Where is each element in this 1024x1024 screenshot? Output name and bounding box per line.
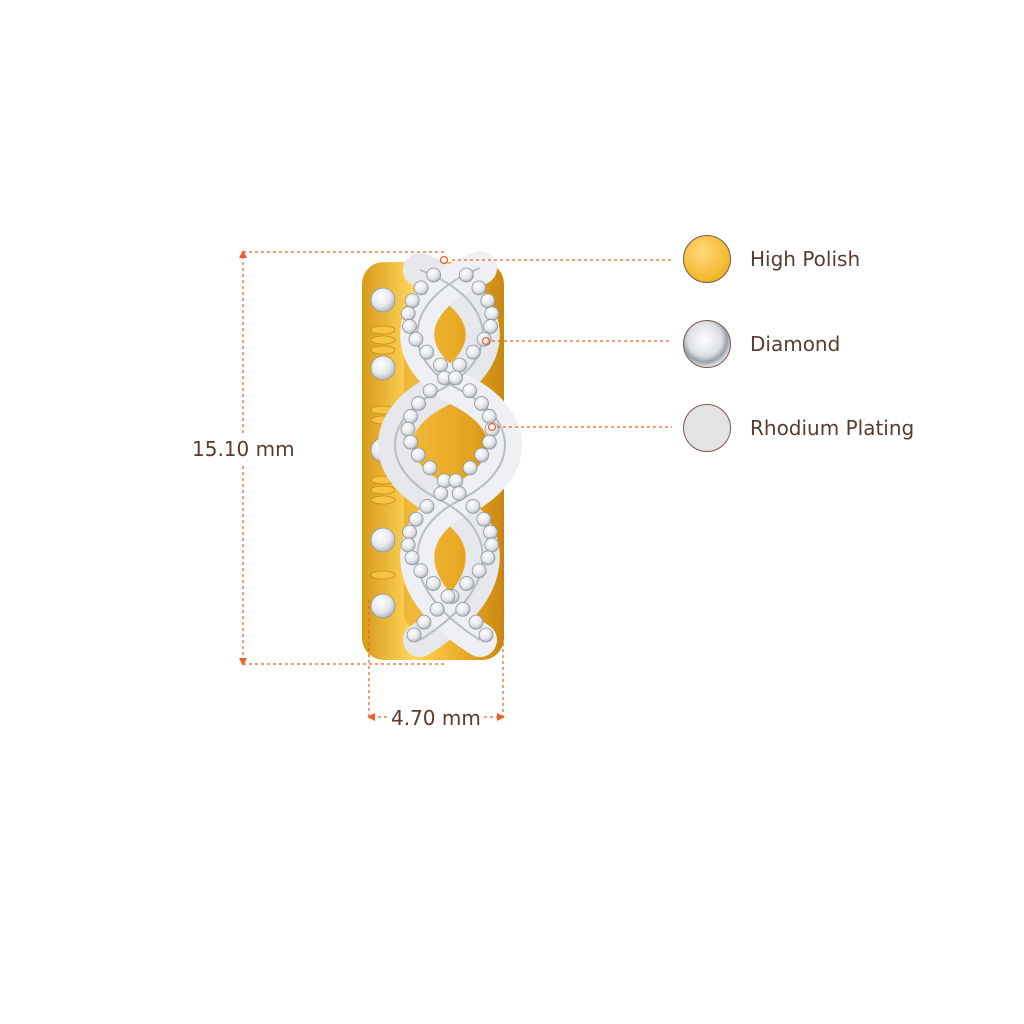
diamond-stone: [465, 499, 481, 514]
diamond-stone: [404, 293, 420, 309]
diamond-stone: [448, 370, 463, 386]
diamond-stone: [480, 550, 496, 566]
diamond-stone: [419, 499, 435, 514]
diamond-stone: [413, 563, 429, 579]
diamond-stone: [408, 331, 424, 347]
gold-bead: [370, 570, 396, 580]
diamond-stone: [410, 447, 426, 463]
diamond-stone: [416, 614, 432, 630]
diamond-stone: [448, 473, 464, 489]
gold-bead: [370, 325, 396, 335]
diamond-stone: [404, 550, 420, 566]
diamond-stone: [433, 357, 448, 373]
diamond-stone: [440, 589, 456, 604]
legend-label-rhodium-plating: Rhodium Plating: [750, 416, 915, 440]
diamond-stone: [419, 344, 435, 360]
diamond-stone: [370, 355, 396, 381]
diamond-stone: [452, 357, 467, 373]
diamond-stone: [474, 396, 489, 411]
diamond-stone: [403, 409, 419, 424]
diamond-stone: [459, 576, 475, 591]
diamond-stone: [425, 576, 441, 591]
diamond-stone: [474, 447, 490, 463]
diamond-stone: [370, 527, 396, 553]
gold-bead: [370, 335, 396, 345]
diamond-stone: [402, 524, 417, 540]
diamond-stone: [422, 460, 438, 476]
diamond-stone: [402, 319, 417, 334]
diamond-stone: [406, 627, 422, 643]
diamond-stone: [471, 563, 487, 579]
diamond-stone: [483, 524, 498, 540]
diamond-stone: [480, 293, 496, 309]
rhodium-swatch-icon: [683, 404, 731, 452]
diamond-stone: [465, 344, 481, 360]
diamond-stone: [429, 601, 445, 617]
diamond-stone: [400, 306, 416, 321]
diamond-stone: [422, 383, 438, 399]
diamond-stone: [455, 601, 471, 617]
diamond-stone: [451, 486, 467, 501]
diamond-stone: [433, 486, 449, 501]
diamond-stone: [481, 409, 497, 424]
diamond-stone: [484, 537, 500, 553]
diamond-stone: [426, 267, 442, 283]
diamond-stone: [476, 511, 492, 527]
legend-label-diamond: Diamond: [750, 332, 841, 356]
diamond-stone: [481, 434, 497, 450]
width-dimension-label: 4.70 mm: [391, 706, 481, 730]
diamond-stone: [484, 306, 500, 321]
diamond-stone: [400, 537, 416, 553]
leader-dots: [439, 255, 497, 432]
diamond-stone: [462, 460, 478, 476]
height-dimension-label: 15.10 mm: [192, 437, 295, 461]
gold-bead: [370, 345, 396, 355]
diamond-stone: [408, 511, 424, 527]
twist-diamonds: [400, 267, 500, 643]
dimension-arrowheads: [239, 250, 505, 721]
diamond-stone: [403, 434, 419, 450]
gold-swatch-icon: [683, 235, 731, 283]
diamond-stone: [462, 383, 478, 399]
gold-bead: [370, 495, 396, 505]
diamond-stone: [413, 280, 429, 296]
diamond-stone: [468, 614, 484, 630]
diamond-stone: [483, 319, 498, 334]
gold-bead: [370, 485, 396, 495]
diamond-stone: [476, 331, 492, 347]
diamond-stone: [411, 396, 426, 411]
diamond-stone: [370, 287, 396, 313]
diamond-stone: [484, 421, 500, 437]
diamond-swatch-icon: [683, 320, 731, 368]
diamond-stone: [458, 267, 474, 283]
legend-label-high-polish: High Polish: [750, 247, 861, 271]
diamond-stone: [478, 627, 494, 643]
diamond-stone: [471, 280, 487, 296]
diamond-stone: [400, 421, 416, 437]
diamond-stone: [370, 593, 396, 619]
dimension-guides: [242, 251, 672, 718]
